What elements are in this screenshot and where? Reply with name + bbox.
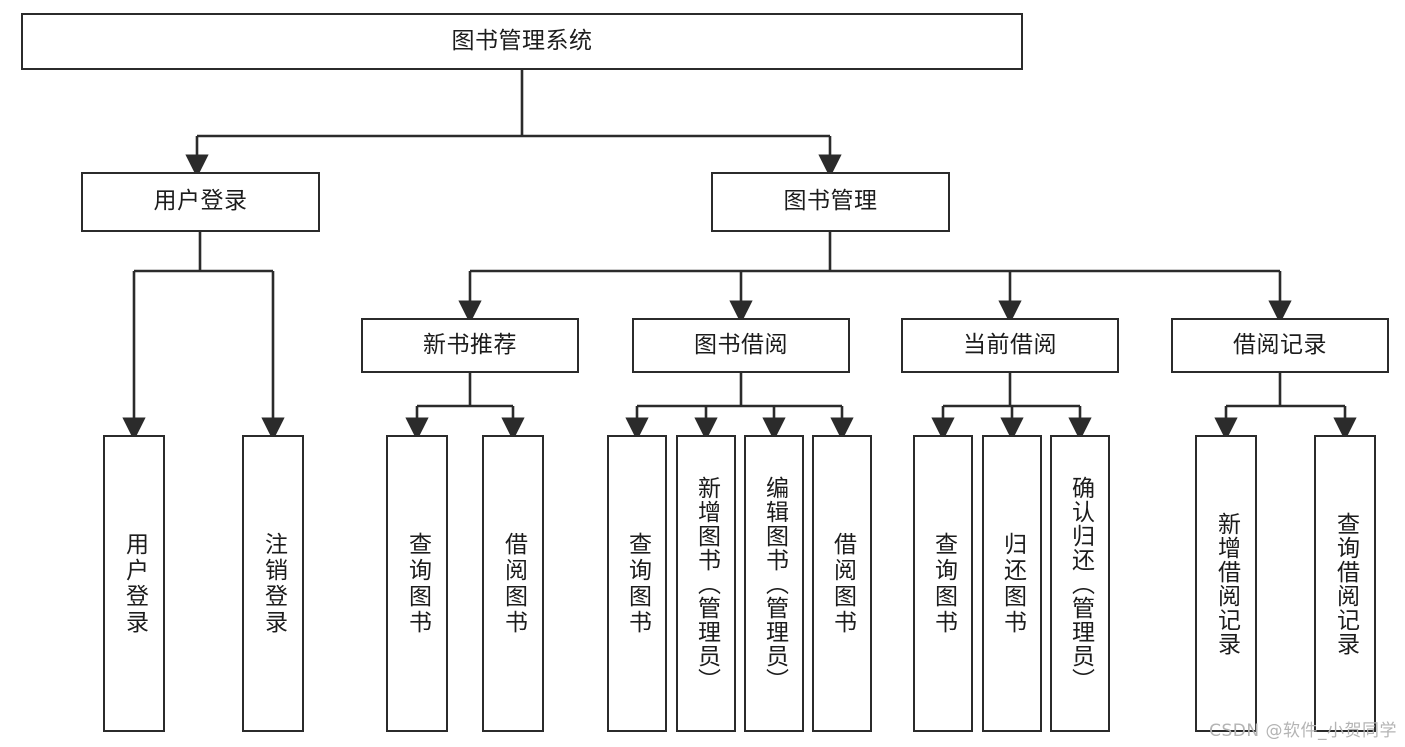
node-leaf-add-record-label: 新增借阅记录: [1213, 511, 1240, 656]
node-leaf-query-book-1-label: 查询图书: [404, 531, 431, 636]
node-leaf-add-record[interactable]: 新增借阅记录: [1195, 435, 1257, 732]
node-new-book-recommend[interactable]: 新书推荐: [361, 318, 579, 373]
node-leaf-user-login-label: 用户登录: [121, 531, 148, 636]
node-leaf-query-book-1[interactable]: 查询图书: [386, 435, 448, 732]
node-book-manage[interactable]: 图书管理: [711, 172, 950, 232]
node-leaf-edit-book-label: 编辑图书（管理员）: [761, 475, 788, 692]
node-leaf-user-login[interactable]: 用户登录: [103, 435, 165, 732]
node-leaf-query-book-3-label: 查询图书: [930, 531, 957, 636]
node-leaf-return-book-label: 归还图书: [999, 531, 1026, 636]
node-leaf-return-book[interactable]: 归还图书: [982, 435, 1042, 732]
node-leaf-confirm-return[interactable]: 确认归还（管理员）: [1050, 435, 1110, 732]
node-leaf-query-record-label: 查询借阅记录: [1332, 511, 1359, 656]
node-leaf-query-book-3[interactable]: 查询图书: [913, 435, 973, 732]
node-current-borrow-label: 当前借阅: [963, 331, 1057, 358]
node-leaf-borrow-book-2-label: 借阅图书: [829, 531, 856, 636]
node-leaf-borrow-book-1-label: 借阅图书: [500, 531, 527, 636]
csdn-watermark: CSDN @软件_小贺同学: [1209, 721, 1397, 741]
node-borrow-record-label: 借阅记录: [1233, 331, 1327, 358]
node-user-login[interactable]: 用户登录: [81, 172, 320, 232]
node-leaf-query-record[interactable]: 查询借阅记录: [1314, 435, 1376, 732]
node-root-label: 图书管理系统: [451, 27, 593, 54]
node-borrow-record[interactable]: 借阅记录: [1171, 318, 1389, 373]
node-book-borrow-label: 图书借阅: [694, 331, 788, 358]
node-leaf-logout-label: 注销登录: [260, 531, 287, 636]
node-leaf-add-book-label: 新增图书（管理员）: [693, 475, 720, 692]
node-current-borrow[interactable]: 当前借阅: [901, 318, 1119, 373]
node-user-login-label: 用户登录: [153, 188, 248, 215]
node-book-borrow[interactable]: 图书借阅: [632, 318, 850, 373]
node-leaf-borrow-book-1[interactable]: 借阅图书: [482, 435, 544, 732]
node-leaf-query-book-2-label: 查询图书: [624, 531, 651, 636]
node-root[interactable]: 图书管理系统: [21, 13, 1023, 70]
node-leaf-borrow-book-2[interactable]: 借阅图书: [812, 435, 872, 732]
node-new-book-recommend-label: 新书推荐: [423, 331, 517, 358]
node-book-manage-label: 图书管理: [783, 188, 878, 215]
node-leaf-confirm-return-label: 确认归还（管理员）: [1067, 475, 1094, 692]
node-leaf-query-book-2[interactable]: 查询图书: [607, 435, 667, 732]
node-leaf-edit-book[interactable]: 编辑图书（管理员）: [744, 435, 804, 732]
node-leaf-logout[interactable]: 注销登录: [242, 435, 304, 732]
node-leaf-add-book[interactable]: 新增图书（管理员）: [676, 435, 736, 732]
